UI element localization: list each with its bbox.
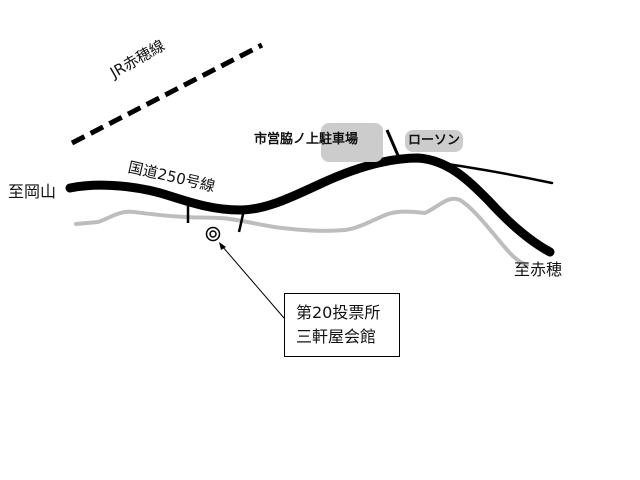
lawson-store-area [405,130,463,152]
double-circle-icon [205,226,221,242]
national-route-250 [65,153,555,257]
river-line [74,196,529,267]
parking-lot-label: 市営脇ノ上駐車場 [254,132,359,147]
lawson-label: ローソン [408,133,461,148]
to-ako-label: 至赤穂 [514,260,563,279]
polling-place-name: 三軒屋会館 [296,327,377,346]
to-okayama-label: 至岡山 [8,182,57,201]
callout-arrowhead [219,242,226,250]
polling-place-number: 第20投票所 [296,303,381,322]
cross-street [237,209,246,233]
cross-street [385,129,402,161]
polling-place-callout: 第20投票所 三軒屋会館 [284,293,400,357]
callout-arrow-line [221,245,285,319]
parking-lot-area [321,123,383,162]
jr-railway-line [70,42,264,146]
